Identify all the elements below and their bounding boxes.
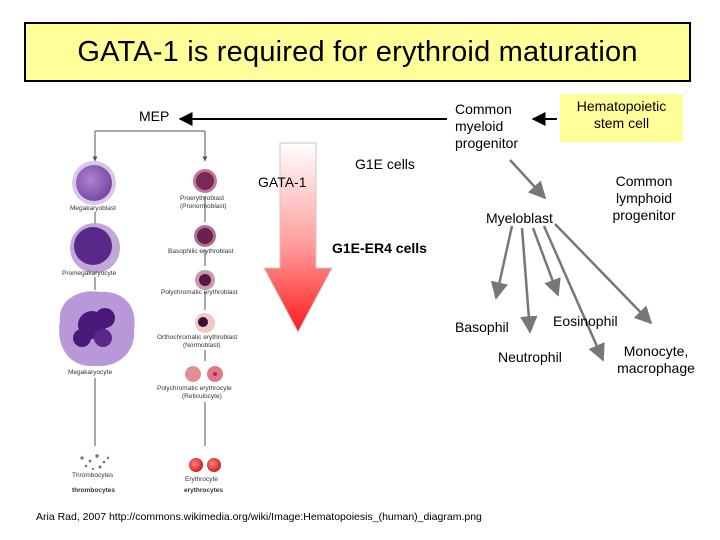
g1e-label: G1E cells [355,156,415,172]
basophil-label: Basophil [455,319,509,335]
megakaryocyte-cell [59,291,135,367]
caption-polychromatic-erythrocyte-line1: Polychromatic erythrocyte [157,385,232,392]
caption-erythrocyte: Erythrocyte [185,476,218,483]
caption-megakaryoblast: Megakaryoblast [70,205,116,212]
caption-thrombocytes: Thrombocytes [72,472,114,479]
monocyte-label: Monocyte, macrophage [617,343,695,376]
gata1-gradient-arrow [263,142,333,334]
polychromatic-erythrocyte-cell [185,366,223,382]
hsc-label-line1: Hematopoietic [576,98,667,114]
mep-label: MEP [139,108,170,124]
caption-megakaryocyte: Megakaryocyte [68,369,113,376]
to-basophil-arrow [490,225,514,300]
caption-proerythroblast-line1: Proerythroblast [180,195,225,202]
polychromatic-erythroblast-cell [195,270,215,290]
cmp-label: Common myeloid progenitor [455,101,519,151]
to-macrophage-arrow [554,223,653,325]
caption-basophilic-erythroblast: Basophilic erythroblast [168,248,234,255]
myeloblast-label: Myeloblast [486,210,553,226]
caption-proerythroblast-line2: (Pronormoblast) [180,203,227,210]
to-eosinophil-arrow [531,227,561,297]
cmp-to-myeloblast-arrow [509,159,547,200]
gata1-label: GATA-1 [258,174,307,190]
hsc-box: Hematopoietic stem cell [560,94,683,142]
caption-erythrocytes-sub: erythrocytes [184,487,224,494]
caption-orthochromatic-erythroblast-line2: (Normoblast) [183,342,221,349]
to-neutrophil-arrow [520,227,538,334]
eosinophil-label: Eosinophil [553,313,618,329]
caption-polychromatic-erythroblast: Polychromatic erythroblast [161,289,238,296]
title-box: GATA-1 is required for erythroid maturat… [24,22,691,82]
proerythroblast-cell [193,169,217,193]
image-credit: Aria Rad, 2007 http://commons.wikimedia.… [36,511,482,523]
megakaryoblast-cell [72,161,116,205]
basophilic-erythroblast-cell [194,225,216,247]
clp-label: Common lymphoid progenitor [612,173,676,223]
caption-orthochromatic-erythroblast-line1: Orthochromatic erythroblast [157,334,238,341]
caption-thrombocytes-sub: thrombocytes [72,487,115,494]
caption-polychromatic-erythrocyte-line2: (Reticulocyte) [182,393,222,400]
slide-title: GATA-1 is required for erythroid maturat… [77,35,638,68]
orthochromatic-erythroblast-cell [195,313,215,333]
caption-promegakaryocyte: Promegakaryocyte [62,270,117,277]
erythrocyte-cells [189,458,221,472]
g1e-er4-label: G1E-ER4 cells [332,240,427,256]
hsc-label-line2: stem cell [593,115,650,131]
to-monocyte-arrow [542,225,605,362]
promegakaryocyte-cell [70,223,120,273]
neutrophil-label: Neutrophil [498,349,562,365]
thrombocytes-cells [80,454,110,471]
